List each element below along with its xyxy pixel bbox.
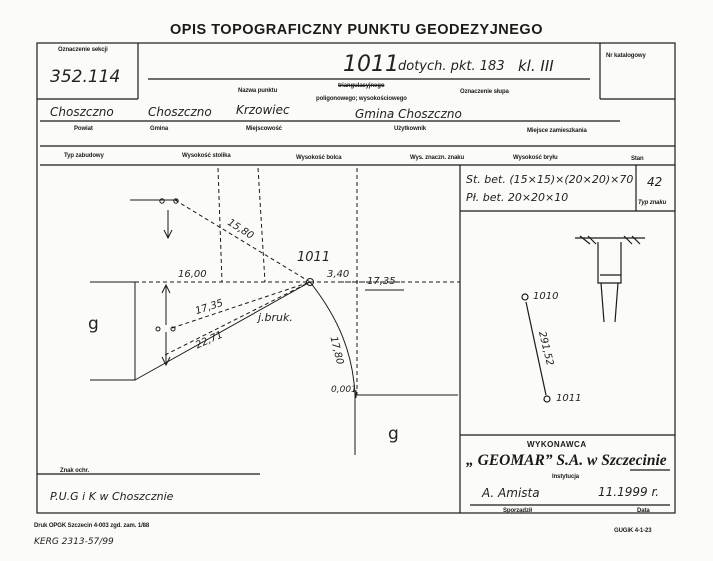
distance-16-00: 16,00 [178, 269, 207, 280]
pillar-label: Oznaczenie słupa [460, 89, 509, 95]
sheet-label: Oznaczenie sekcji [58, 47, 108, 53]
construction-line-1: St. bet. (15×15)×(20×20)×70 [466, 173, 634, 186]
ground-label: j.bruk. [258, 311, 293, 324]
point-class: kl. III [518, 57, 554, 75]
type-label: Typ zabudowy [64, 153, 104, 159]
user-label: Użytkownik [394, 126, 427, 132]
bolt-height-label: Wysokość bolca [296, 155, 342, 161]
garden-left-label: g [88, 314, 99, 334]
document-title: OPIS TOPOGRAFICZNY PUNKTU GEODEZYJNEGO [170, 22, 543, 38]
executor-company: „ GEOMAR” S.A. w Szczecinie [466, 452, 667, 469]
person-label: Sporządził [503, 508, 533, 514]
point-name-label: Nazwa punktu [238, 88, 278, 94]
point-kind-polygon: poligonowego; wysokościowego [316, 96, 407, 102]
executor-label: WYKONAWCA [527, 440, 587, 449]
garden-right-label: g [388, 424, 399, 444]
sign-type-label: Typ znaku [638, 200, 667, 206]
sketch-point-label: 1011 [297, 250, 331, 265]
print-info: Druk OPGK Szczecin 4-003 zgd. zam. 1/88 [34, 523, 150, 529]
protection-value: P.U.G i K w Choszcznie [50, 490, 174, 503]
county-label: Powiat [74, 126, 93, 132]
table-height-label: Wysokość stolika [182, 153, 231, 159]
stone-height-label: Wysokość bryłu [513, 155, 558, 161]
azimuth-to-point: 1011 [556, 393, 582, 404]
azimuth-from-point: 1010 [533, 291, 559, 302]
state-label: Stan [631, 156, 644, 162]
point-number: 1011 [343, 52, 399, 77]
point-reference: dotych. pkt. 183 [398, 59, 505, 74]
date-label: Data [637, 508, 650, 514]
distance-17-35-right: 17,35 [367, 276, 396, 287]
owner-value: Gmina Choszczno [355, 107, 462, 121]
commune-value: Choszczno [148, 105, 212, 119]
county-value: Choszczno [50, 105, 114, 119]
sign-type-value: 42 [647, 175, 663, 189]
document-number: KERG 2313-57/99 [34, 537, 114, 547]
executor-date: 11.1999 r. [598, 485, 660, 499]
catalog-label: Nr katalogowy [606, 53, 646, 59]
form-code: GUGiK 4-1-23 [614, 528, 652, 534]
commune-label: Gmina [150, 126, 169, 132]
locality-value: Krzowiec [236, 103, 290, 117]
center-height-label: Wys. znaczn. znaku [410, 155, 465, 161]
distance-3-40: 3,40 [327, 269, 350, 280]
distance-0-001: 0,001 [331, 385, 357, 395]
protection-label: Znak ochr. [60, 468, 90, 474]
point-kind-triangulation: triangulacyjnego [338, 83, 385, 89]
sheet-value: 352.114 [50, 67, 121, 87]
locality-label: Miejscowość [246, 126, 282, 132]
institution-label: Instytucja [552, 474, 580, 480]
residence-label: Miejsce zamieszkania [527, 128, 587, 134]
construction-line-2: Pł. bet. 20×20×10 [466, 191, 569, 204]
executor-person: A. Amista [482, 486, 540, 500]
